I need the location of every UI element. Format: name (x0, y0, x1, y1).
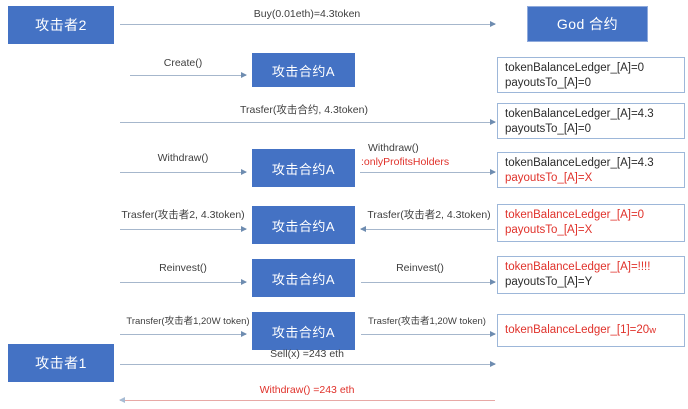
label-reinvest-right: Reinvest() (396, 262, 444, 274)
state-1-line-1: tokenBalanceLedger_[A]=0 (505, 62, 645, 74)
arrow-withdraw-left (120, 169, 247, 175)
label-withdraw-left: Withdraw() (157, 152, 209, 164)
state-3-line-2: payoutsTo_[A]=X (505, 172, 593, 184)
state-box-4: tokenBalanceLedger_[A]=0 payoutsTo_[A]=X (497, 204, 685, 242)
contract-label-a-4: 攻击合约A (271, 271, 336, 287)
arrow-sell (120, 361, 496, 367)
arrowhead-right-icon (490, 361, 496, 367)
label-transfer-contract: Trasfer(攻击合约, 4.3token) (240, 104, 368, 116)
arrowhead-left-icon (119, 397, 125, 403)
state-box-5: tokenBalanceLedger_[A]=!!!! payoutsTo_[A… (497, 256, 685, 294)
label-transfer-attacker1-left: Transfer(攻击者1,20W token) (126, 316, 250, 327)
arrowhead-left-icon (360, 226, 366, 232)
arrow-reinvest-right (361, 279, 496, 285)
state-5-line-2: payoutsTo_[A]=Y (505, 276, 593, 288)
state-box-2: tokenBalanceLedger_[A]=4.3 payoutsTo_[A]… (497, 103, 685, 139)
label-create: Create() (163, 57, 203, 69)
label-reinvest-left: Reinvest() (159, 262, 207, 274)
arrowhead-right-icon (490, 21, 496, 27)
arrow-transfer-contract (120, 119, 496, 125)
contract-label-a-3: 攻击合约A (271, 218, 336, 234)
contract-box-a-transfer1: 攻击合约A (252, 312, 355, 350)
arrow-reinvest-left (120, 279, 247, 285)
state-4-line-2: payoutsTo_[A]=X (505, 224, 593, 236)
state-2-line-2: payoutsTo_[A]=0 (505, 123, 591, 135)
actor-box-attacker1: 攻击者1 (8, 344, 114, 382)
actor-label-attacker2: 攻击者2 (35, 17, 87, 33)
arrow-buy (120, 21, 496, 27)
label-withdraw-right-line1: Withdraw() (368, 142, 419, 154)
arrow-withdraw-right (360, 169, 496, 175)
contract-label-a-1: 攻击合约A (271, 63, 336, 79)
state-2-line-1: tokenBalanceLedger_[A]=4.3 (505, 108, 654, 120)
label-sell: Sell(x) =243 eth (270, 348, 344, 360)
state-5-line-1: tokenBalanceLedger_[A]=!!!! (505, 261, 651, 273)
state-box-1: tokenBalanceLedger_[A]=0 payoutsTo_[A]=0 (497, 57, 685, 93)
actor-box-attacker2: 攻击者2 (8, 6, 114, 44)
contract-box-a-withdraw: 攻击合约A (252, 149, 355, 187)
state-3-line-1: tokenBalanceLedger_[A]=4.3 (505, 157, 654, 169)
actor-label-attacker1: 攻击者1 (35, 355, 87, 371)
arrowhead-right-icon (241, 226, 247, 232)
label-transfer-attacker1-right: Trasfer(攻击者1,20W token) (368, 316, 486, 327)
label-withdraw-final: Withdraw() =243 eth (259, 384, 355, 396)
arrowhead-right-icon (490, 279, 496, 285)
actor-box-god-contract: God 合约 (527, 6, 648, 42)
arrowhead-right-icon (490, 169, 496, 175)
arrow-transfer-attacker1-left (120, 331, 247, 337)
arrow-transfer-attacker2-left (120, 226, 247, 232)
state-6-line-1-suffix: w (649, 325, 657, 336)
label-withdraw-right-modifier: :onlyProfitsHolders (361, 156, 450, 168)
actor-label-god-contract: God 合约 (556, 16, 619, 32)
contract-label-a-5: 攻击合约A (271, 324, 336, 340)
arrowhead-right-icon (241, 169, 247, 175)
arrow-withdraw-final (119, 397, 495, 403)
contract-label-a-2: 攻击合约A (271, 161, 336, 177)
arrowhead-right-icon (241, 331, 247, 337)
arrow-transfer-attacker1-right (361, 331, 496, 337)
contract-box-a-create: 攻击合约A (252, 53, 355, 87)
state-6-line-1: tokenBalanceLedger_[1]=20 (505, 324, 650, 336)
state-4-line-1: tokenBalanceLedger_[A]=0 (505, 209, 645, 221)
arrowhead-right-icon (241, 72, 247, 78)
arrowhead-right-icon (490, 331, 496, 337)
contract-box-a-reinvest: 攻击合约A (252, 259, 355, 297)
state-box-3: tokenBalanceLedger_[A]=4.3 payoutsTo_[A]… (497, 152, 685, 188)
state-1-line-2: payoutsTo_[A]=0 (505, 77, 591, 89)
arrowhead-right-icon (490, 119, 496, 125)
arrow-create (130, 72, 247, 78)
arrowhead-right-icon (241, 279, 247, 285)
arrow-transfer-attacker2-right (360, 226, 495, 232)
contract-box-a-transfer2: 攻击合约A (252, 206, 355, 244)
label-buy: Buy(0.01eth)=4.3token (253, 8, 361, 20)
label-transfer-attacker2-right: Trasfer(攻击者2, 4.3token) (367, 209, 491, 221)
label-transfer-attacker2-left: Trasfer(攻击者2, 4.3token) (121, 209, 245, 221)
